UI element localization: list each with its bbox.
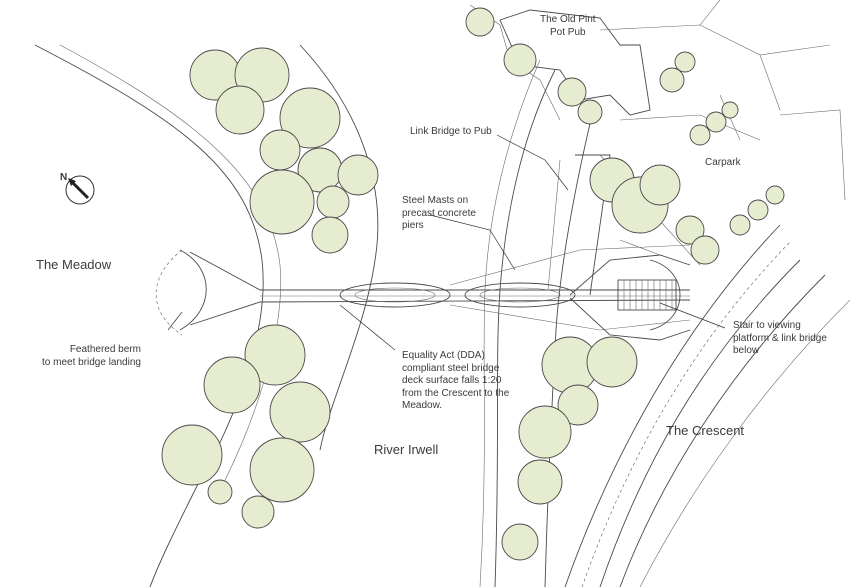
trees-left-upper xyxy=(189,47,379,254)
crescent-label: The Crescent xyxy=(666,423,745,438)
trees-right xyxy=(465,7,785,561)
north-label: N xyxy=(60,172,68,183)
equality-act-label: Equality Act (DDA) compliant steel bridg… xyxy=(402,350,510,411)
trees-left-lower xyxy=(161,324,331,529)
river-label: River Irwell xyxy=(374,442,439,457)
link-bridge-label: Link Bridge to Pub xyxy=(410,126,492,137)
meadow-label: The Meadow xyxy=(36,257,112,272)
stair-label: Stair to viewing platform & link bridge … xyxy=(733,320,827,356)
feathered-berm-label: Feathered berm to meet bridge landing xyxy=(42,344,141,368)
crescent-road xyxy=(564,224,850,587)
carpark-label: Carpark xyxy=(705,157,741,168)
pub-label: The Old Pint Pot Pub xyxy=(540,14,596,38)
leader-lines xyxy=(167,134,726,351)
pub-building xyxy=(469,0,831,141)
steel-masts-label: Steel Masts on precast concrete piers xyxy=(402,195,476,231)
north-arrow-icon xyxy=(65,175,95,205)
bridge xyxy=(155,154,701,341)
carpark-area xyxy=(719,94,846,201)
